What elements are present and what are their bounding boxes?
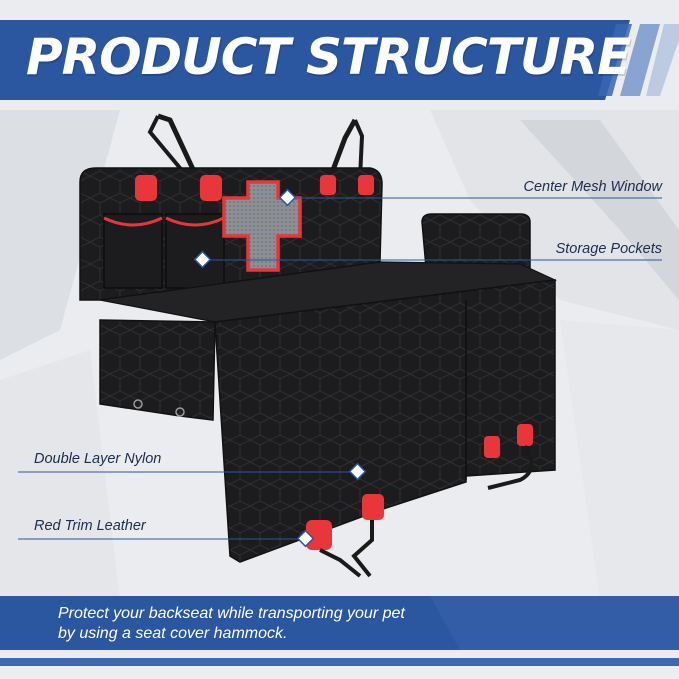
page-title: PRODUCT STRUCTURE: [26, 28, 631, 86]
red-trim-tab: [358, 175, 374, 195]
red-trim-tab: [200, 175, 222, 201]
red-trim-tab: [306, 520, 332, 550]
side-flap-left: [99, 319, 216, 421]
red-trim-tab: [135, 175, 157, 201]
feature-label-storage-pockets: Storage Pockets: [555, 241, 662, 257]
diamond-marker: [348, 462, 367, 481]
headrest-strap-left: [157, 113, 201, 182]
seat-surface: [99, 261, 558, 323]
headrest-strap-right: [327, 118, 358, 179]
diamond-marker: [193, 250, 212, 269]
red-trim-tab: [362, 494, 384, 520]
feature-label-center-mesh-window: Center Mesh Window: [523, 179, 662, 195]
tagline-text: Protect your backseat while transporting…: [58, 605, 405, 642]
diamond-marker: [278, 188, 297, 207]
center-mesh-window: [222, 180, 302, 272]
header-band: [0, 20, 679, 100]
feature-label-red-trim-leather: Red Trim Leather: [34, 518, 146, 534]
front-hammock-panel: [214, 279, 556, 563]
red-trim-tab: [484, 436, 500, 458]
footer-band: [0, 596, 679, 679]
diamond-marker: [296, 529, 315, 548]
red-trim-tab: [517, 424, 533, 446]
red-trim-tab: [320, 175, 336, 195]
feature-label-double-layer-nylon: Double Layer Nylon: [34, 451, 162, 467]
